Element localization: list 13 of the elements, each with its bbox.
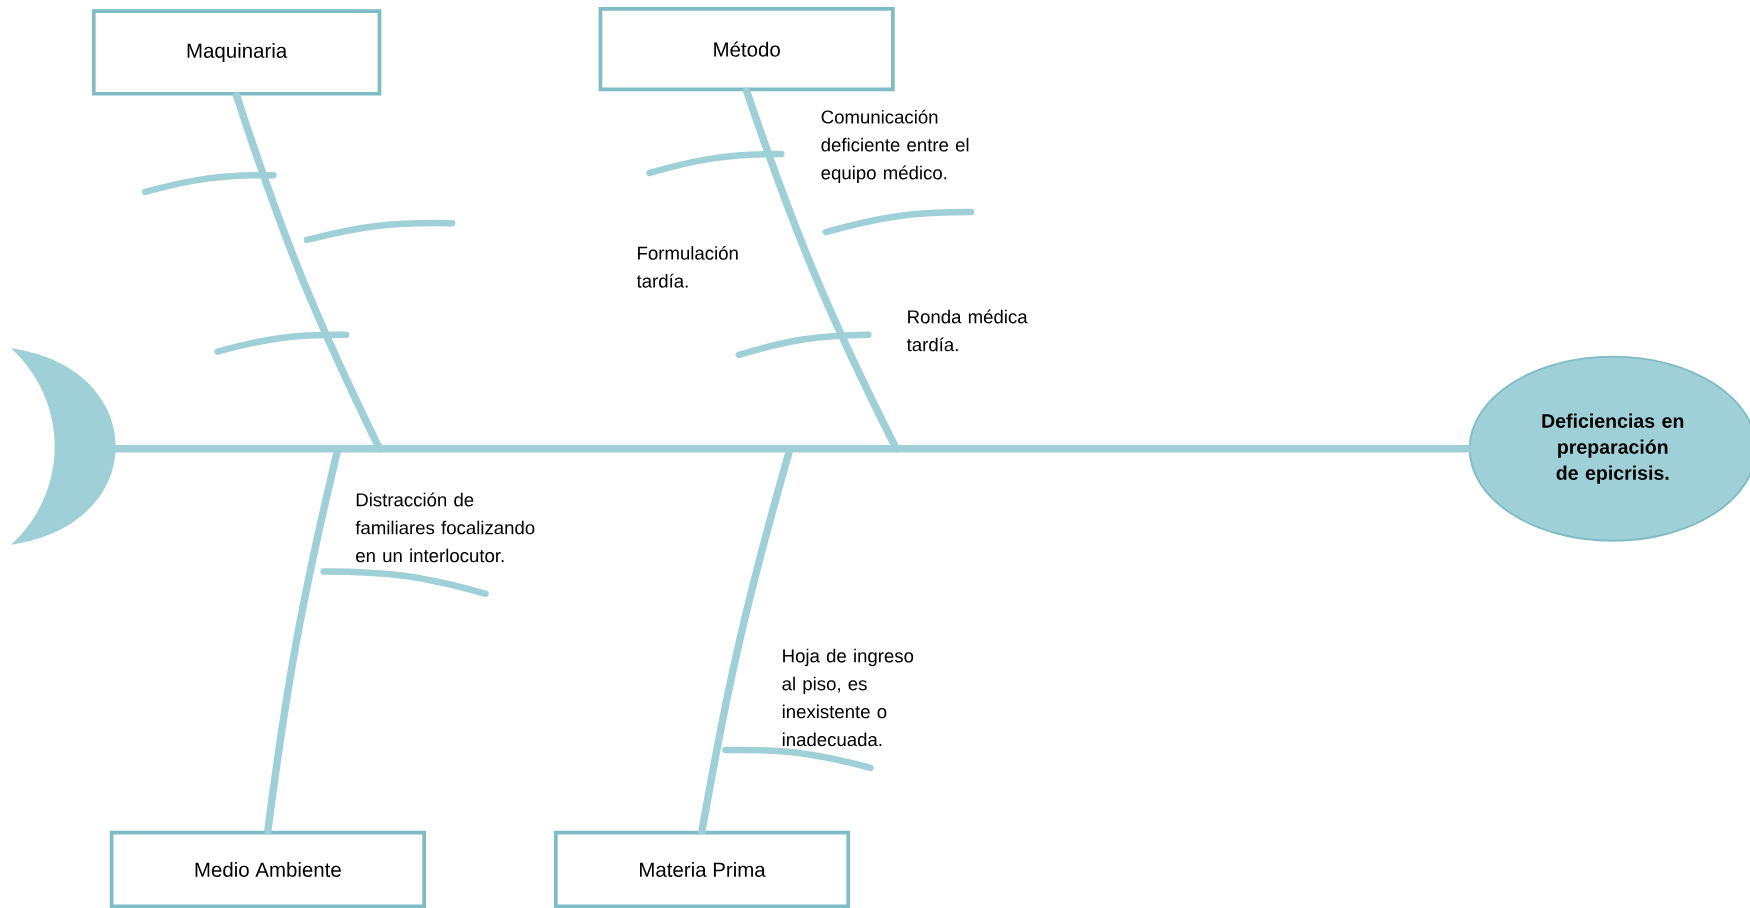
category-box: Maquinaria: [91, 9, 382, 96]
fish-tail: [11, 348, 116, 545]
bone-line: [742, 87, 900, 453]
cause-text: Formulación tardía.: [636, 245, 738, 288]
category-box: Método: [598, 6, 895, 91]
spine-line: [113, 444, 1473, 453]
cause-text: Ronda médica tardía.: [906, 309, 1028, 352]
category-box: Medio Ambiente: [109, 830, 426, 908]
cause-text: Hoja de ingreso al piso, es inexistente o inadecuada.: [782, 648, 914, 746]
bone-line: [232, 91, 384, 453]
cause-text: Distracción de familiares focalizando en un interlocutor.: [355, 492, 535, 562]
cause-text: Comunicación deficiente entre el equipo médico.: [821, 109, 969, 183]
category-box: Materia Prima: [553, 830, 851, 908]
